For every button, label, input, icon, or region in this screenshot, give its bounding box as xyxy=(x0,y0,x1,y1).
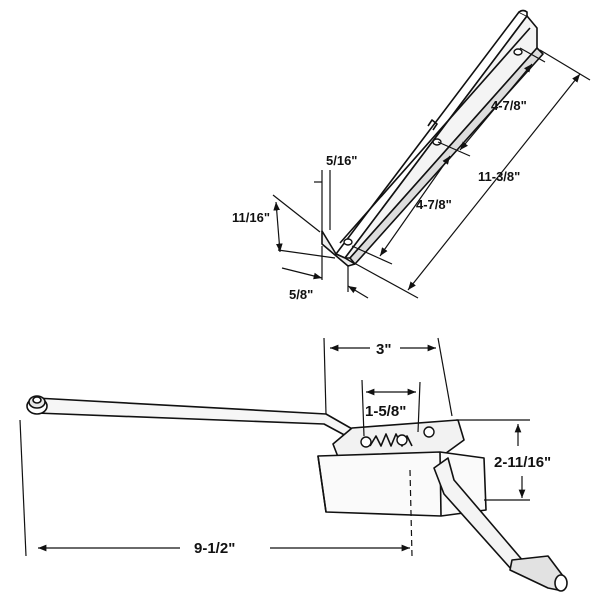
track-hole-middle xyxy=(432,138,442,146)
operator-arm xyxy=(26,395,355,439)
label-arm-length: 9-1/2" xyxy=(194,540,235,557)
track-channel xyxy=(321,9,544,267)
crank-handle xyxy=(433,457,568,592)
label-total-length: 11-3/8" xyxy=(478,169,520,184)
label-height: 2-11/16" xyxy=(494,454,551,471)
label-top-height: 5/16" xyxy=(326,153,357,168)
label-hole-spacing: 1-5/8" xyxy=(365,403,406,420)
operator-hole-right xyxy=(423,426,435,438)
track-hole-top xyxy=(513,48,523,56)
operator-holes xyxy=(360,426,435,448)
label-upper-hole-spacing: 4-7/8" xyxy=(491,98,527,113)
operator-dimension-lines xyxy=(19,337,530,557)
operator-hole-center xyxy=(396,434,408,446)
operator-hole-left xyxy=(360,436,372,448)
label-lower-hole-spacing: 4-7/8" xyxy=(416,197,452,212)
label-side-height: 11/16" xyxy=(232,210,270,225)
track-dimension-lines xyxy=(272,47,591,299)
track-hole-bottom xyxy=(343,238,353,246)
label-bottom-width: 5/8" xyxy=(289,287,313,302)
label-base-width: 3" xyxy=(376,341,391,358)
